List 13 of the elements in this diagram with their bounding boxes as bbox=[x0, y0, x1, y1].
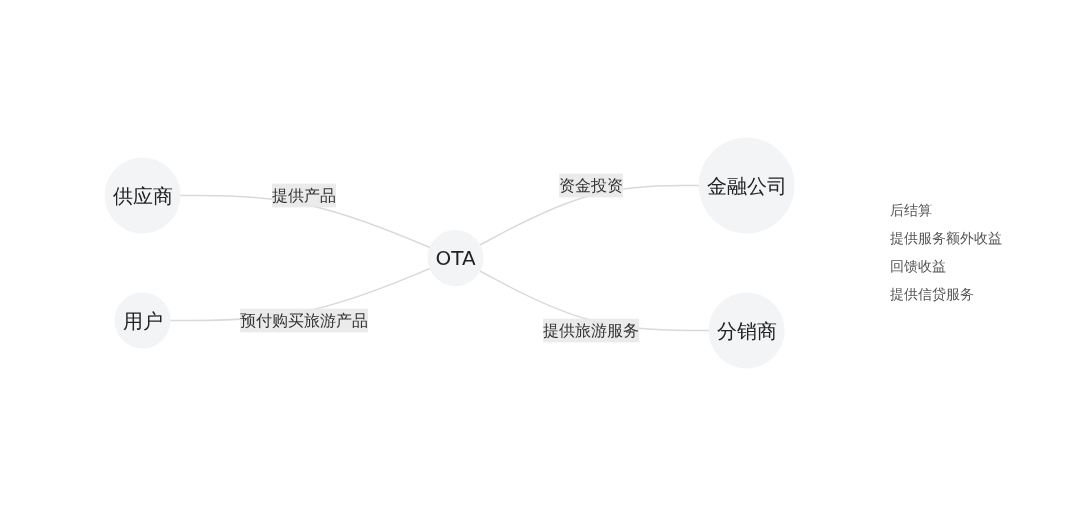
node-circle: 金融公司 bbox=[699, 137, 796, 234]
node-circle: 供应商 bbox=[104, 157, 181, 234]
note-text: 回馈收益 bbox=[890, 258, 947, 276]
note-text: 提供信贷服务 bbox=[890, 286, 975, 304]
node-circle: 分销商 bbox=[709, 292, 786, 369]
note-text: 后结算 bbox=[890, 202, 933, 220]
edge-label: 提供旅游服务 bbox=[543, 320, 640, 340]
edge-label: 提供产品 bbox=[272, 185, 337, 205]
node-circle: 用户 bbox=[114, 292, 171, 349]
note-text: 提供服务额外收益 bbox=[890, 230, 1003, 248]
edge-label: 预付购买旅游产品 bbox=[240, 310, 369, 330]
node-circle: OTA bbox=[427, 229, 485, 287]
edge-label: 资金投资 bbox=[559, 175, 624, 195]
